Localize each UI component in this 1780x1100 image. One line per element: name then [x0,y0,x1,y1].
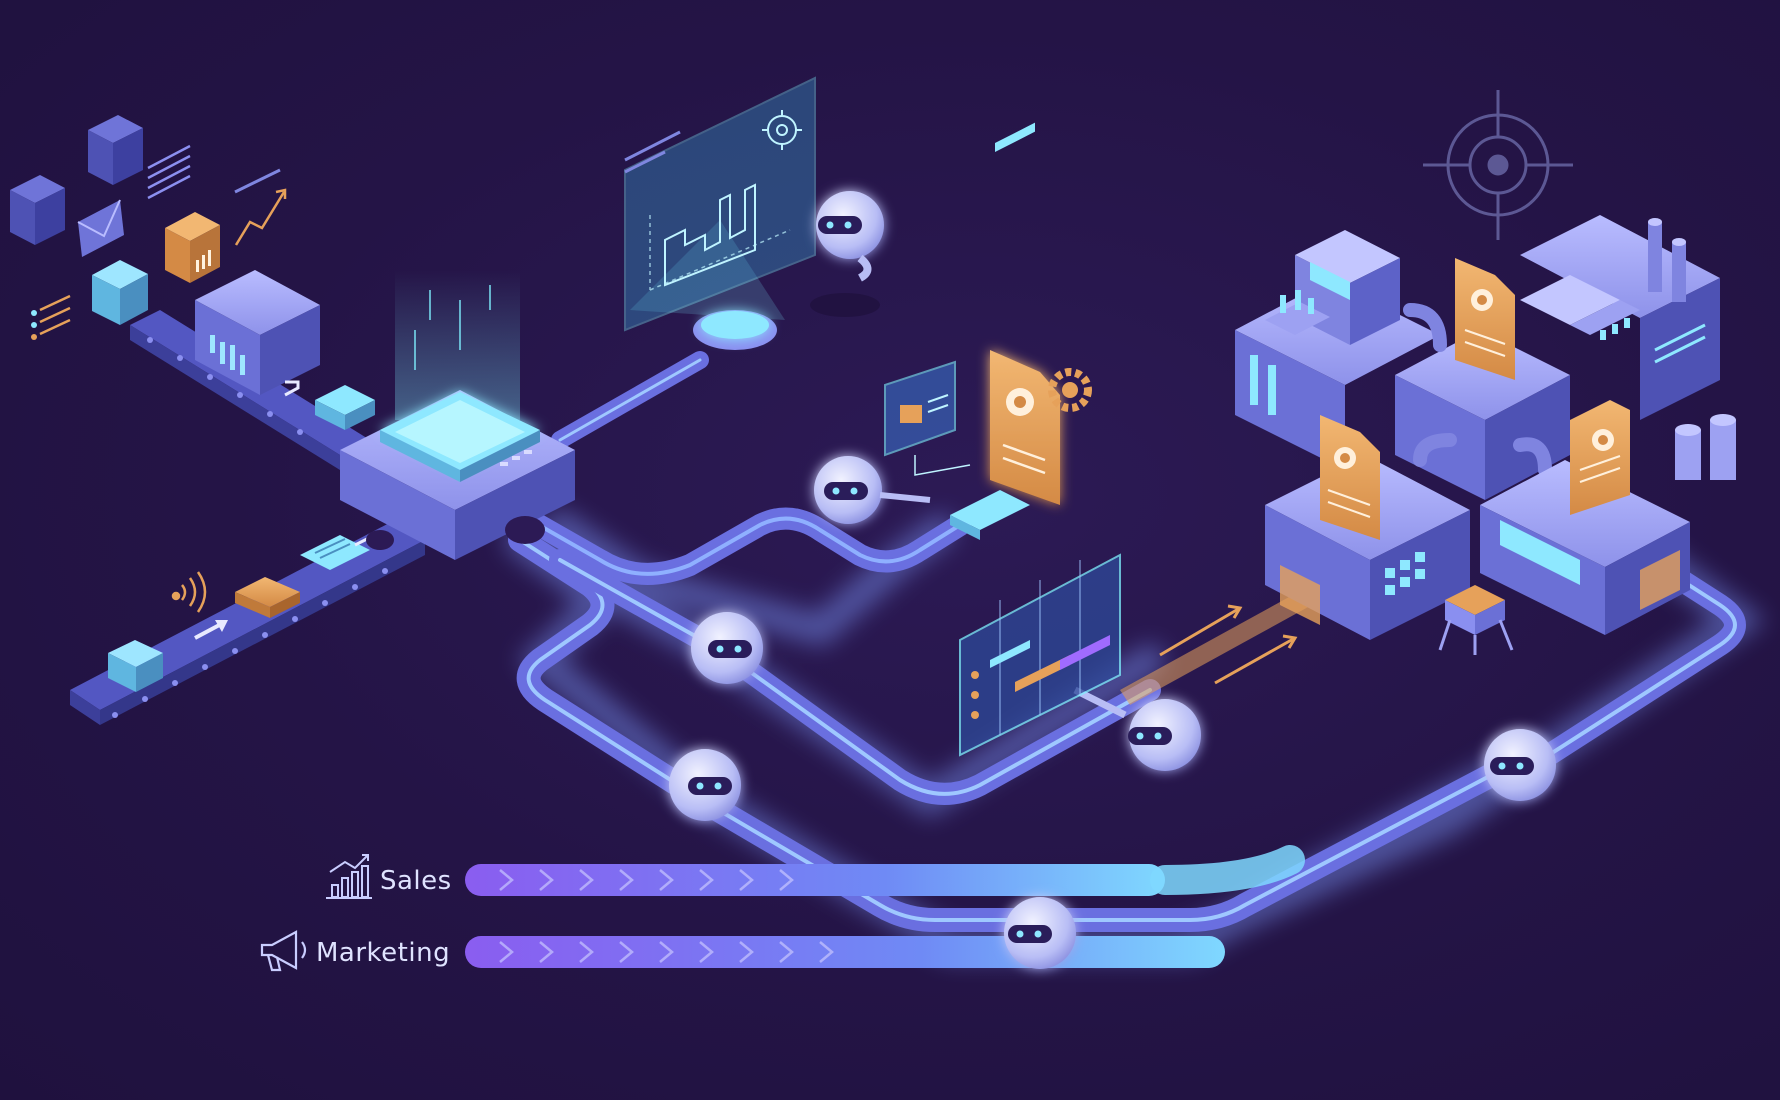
robot-bot-right [1484,729,1556,801]
robot-bot-track-2 [669,749,741,821]
megaphone-icon [260,930,307,972]
robot-bot-document [814,456,931,524]
marketing-lane [465,936,1225,968]
document-icon [1320,415,1380,540]
lower-conveyor [70,520,425,725]
marketing-lane-label: Marketing [316,938,451,968]
sales-lane-label: Sales [380,866,452,896]
gear-icon [1006,388,1034,416]
gantt-timeline-panel [959,122,1121,757]
orange-beam [1120,580,1330,705]
hologram-dashboard [624,76,816,350]
document-icon [990,350,1060,505]
flow-arrows [1159,604,1298,685]
document-processing-station [884,350,1092,540]
gear-icon [1048,368,1092,412]
central-processing-hub [340,270,575,560]
document-icon [1455,258,1515,380]
target-crosshair-icon [1423,90,1573,240]
robot-bot-lanes [1004,897,1076,969]
robot-bot-hologram [810,191,884,317]
document-icon [1570,400,1630,515]
robot-bot-timeline [1073,686,1201,771]
factory-complex [1235,215,1736,655]
floating-data-icons [10,115,287,340]
hologram-target-icon [762,110,802,150]
envelope-icon [77,199,124,257]
bar-chart-growth-icon [326,854,372,899]
upper-conveyor [130,270,375,470]
wifi-icon [171,571,207,613]
sales-lane [465,845,1305,896]
trend-arrow-icon [234,188,287,246]
factory-icon [664,183,756,287]
robot-bot-track-1 [691,612,763,684]
